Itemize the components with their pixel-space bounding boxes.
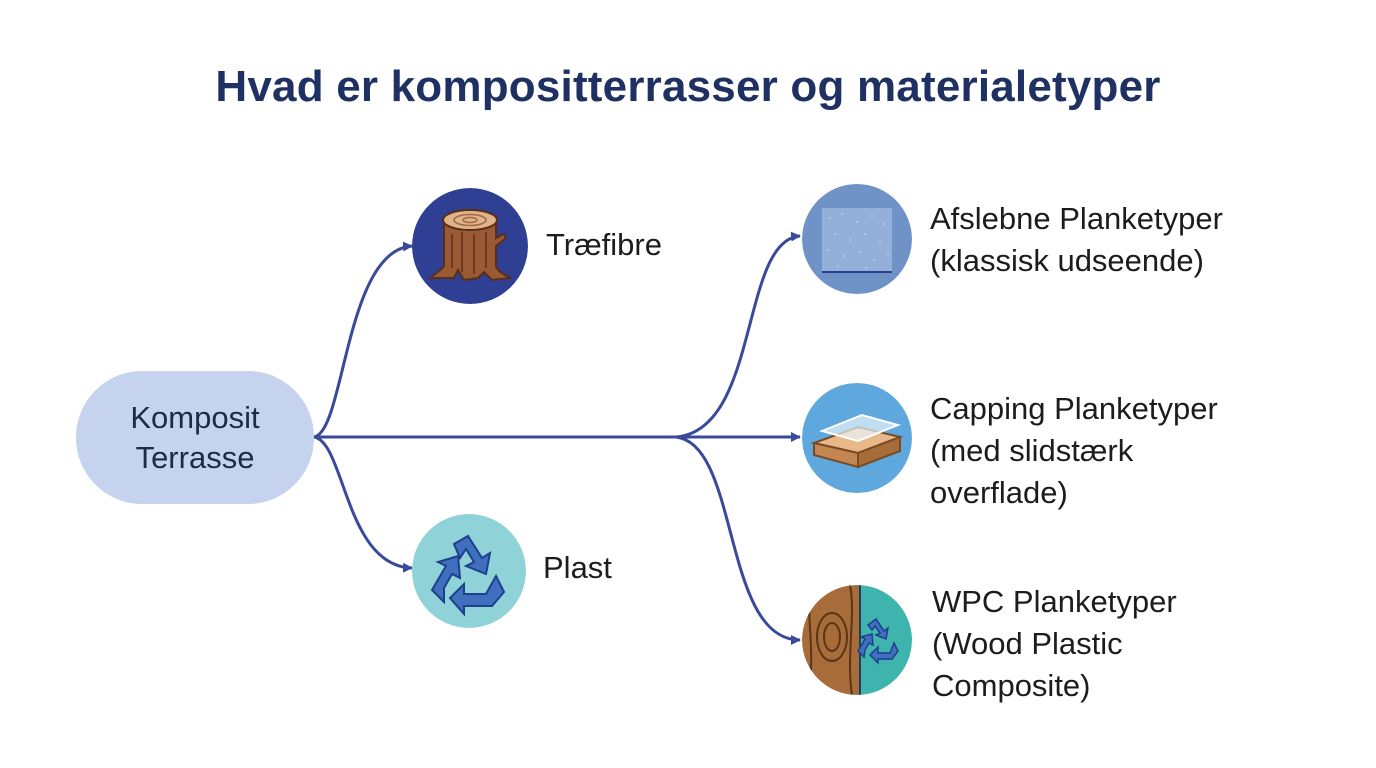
plank-label-capping-line1: Capping Planketyper [930,391,1218,426]
plank-label-sanded: Afslebne Planketyper (klassisk udseende) [930,198,1223,282]
connector-to-plastic [313,435,413,573]
connector-to-wpc [675,435,801,645]
root-label-line1: Komposit [130,399,260,435]
connector-to-wood-fibre [313,241,413,439]
capped-board-icon [802,383,912,493]
root-label-line2: Terrasse [135,439,255,475]
component-label-plastic: Plast [543,550,612,585]
plank-label-sanded-line2: (klassisk udseende) [930,243,1204,278]
component-label-wood-fibre: Træfibre [546,227,662,262]
root-node-komposit-terrasse: Komposit Terrasse [76,371,314,504]
plank-label-capping: Capping Planketyper (med slidstærk overf… [930,388,1218,514]
tree-stump-icon [412,188,528,304]
plank-label-sanded-line1: Afslebne Planketyper [930,201,1223,236]
diagram-title: Hvad er kompositterrasser og materialety… [215,62,1161,111]
sanded-surface-icon [802,184,912,294]
plank-label-wpc-line3: Composite) [932,668,1091,703]
connector-to-sanded [675,231,801,439]
plank-label-capping-line3: overflade) [930,475,1068,510]
wood-plastic-icon [802,585,912,695]
plank-label-capping-line2: (med slidstærk [930,433,1134,468]
recycle-icon [412,514,526,628]
plank-label-wpc-line1: WPC Planketyper [932,584,1177,619]
plank-label-wpc: WPC Planketyper (Wood Plastic Composite) [932,581,1177,707]
plank-label-wpc-line2: (Wood Plastic [932,626,1123,661]
